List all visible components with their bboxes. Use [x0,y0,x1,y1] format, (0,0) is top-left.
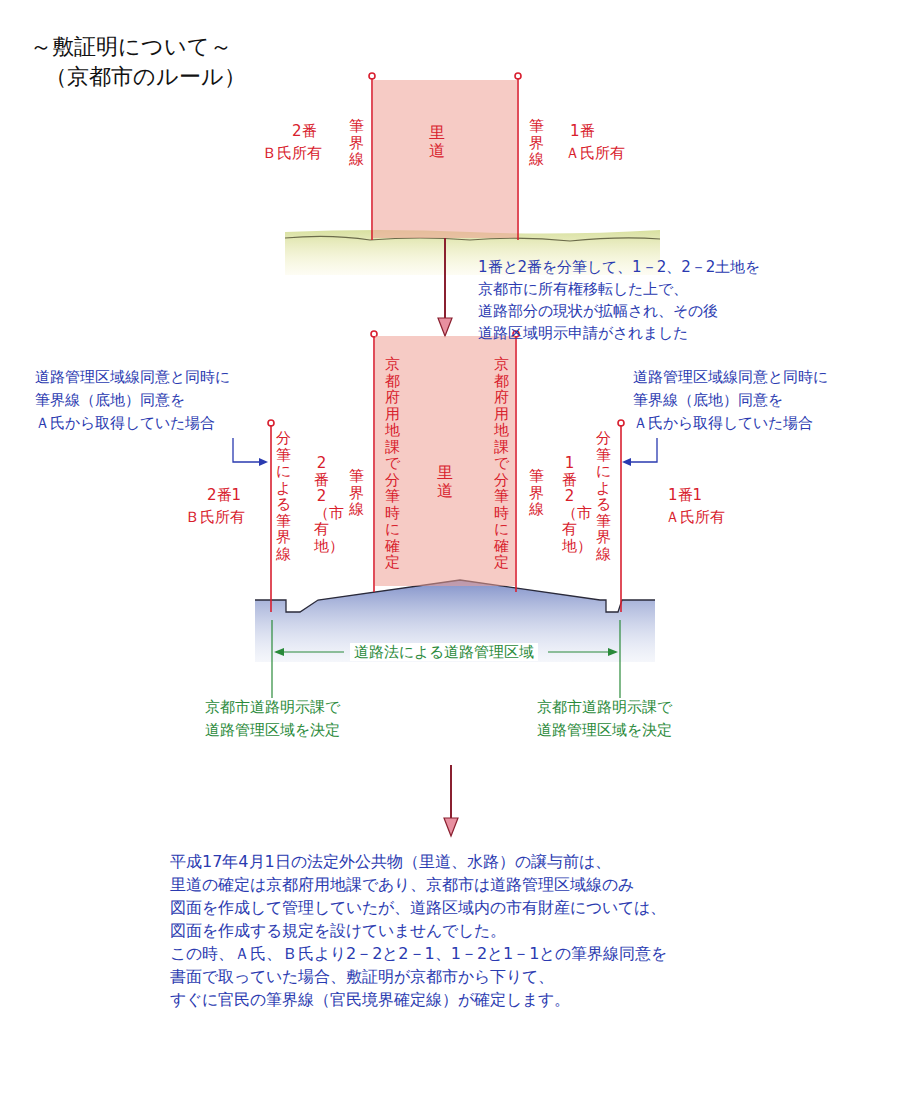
paragraph-line: 平成17年4月1日の法定外公共物（里道、水路）の譲与前は、 [170,852,611,871]
note-text: 京都市道路明示課で [537,698,672,716]
lot-label: 1番2（市有地） [562,455,577,554]
paragraph-line: 里道の確定は京都府用地課であり、京都市は道路管理区域線のみ [170,875,634,894]
boundary-label: 筆界線 [349,468,364,518]
owner-label: Ａ氏所有 [665,508,725,526]
boundary-label: 分筆による筆界線 [276,430,291,562]
arrowhead [622,458,631,466]
road-section [255,580,655,662]
flow-arrow [444,765,458,836]
paragraph-line: この時、Ａ氏、Ｂ氏より2－2と2－1、1－2と1－1との筆界線同意を [170,944,667,963]
note-text: 道路管理区域を決定 [537,721,672,739]
callout-text: Ａ氏から取得していた場合 [633,414,813,432]
road-label: 里道 [437,464,453,499]
road-area: 里道 [373,80,517,238]
callout-text: 筆界線（底地）同意を [633,391,783,409]
road-label: 里道 [429,124,445,159]
note-text: 京都市道路明示課で [205,698,340,716]
dimension-label: 道路法による道路管理区域 [350,643,538,661]
subtitle: （京都市のルール） [45,64,246,90]
flow-arrow [438,238,452,336]
boundary-poles [369,73,521,240]
lot-label: 1番 [570,122,595,140]
owner-label: Ｂ氏所有 [262,144,322,162]
boundary-label: 分筆による筆界線 [596,430,611,562]
boundary-label: 京都府用地課で分筆時に確定 [494,356,509,571]
paragraph-line: 書面で取っていた場合、敷証明が京都市から下りて、 [170,967,554,986]
lot-label: 2番 [292,122,317,140]
paragraph-line: すぐに官民の筆界線（官民境界確定線）が確定します。 [170,990,570,1009]
boundary-label: 筆界線 [349,118,364,168]
callout-text: 筆界線（底地）同意を [35,391,185,409]
note-text: 道路区域明示申請がされました [478,324,688,342]
boundary-label: 筆界線 [529,468,544,518]
callout-text: 道路管理区域線同意と同時に [633,368,828,386]
paragraph-line: 図面を作成する規定を設けていませんでした。 [170,921,506,940]
note-text: 道路部分の現状が拡幅され、その後 [478,302,718,320]
title: ～敷証明について～ [30,34,232,60]
boundary-poles [268,331,624,612]
note-text: 京都市に所有権移転した上で、 [478,280,688,298]
dimension-line [272,620,620,698]
arrowhead [259,458,268,466]
callout-text: 道路管理区域線同意と同時に [35,368,230,386]
note-text: 道路管理区域を決定 [205,721,340,739]
note-text: 1番と2番を分筆して、1－2、2－2土地を [478,258,760,276]
owner-label: Ｂ氏所有 [185,508,245,526]
callout-text: Ａ氏から取得していた場合 [35,414,215,432]
lot-label: 1番1 [668,486,702,504]
paragraph-line: 図面を作成して管理していたが、道路区域内の市有財産については、 [170,898,666,917]
owner-label: Ａ氏所有 [565,144,625,162]
lot-label: 2番2（市有地） [314,455,329,554]
lot-label: 2番1 [207,486,241,504]
arrowhead [274,648,284,656]
boundary-label: 筆界線 [529,118,544,168]
boundary-label: 京都府用地課で分筆時に確定 [385,356,400,571]
arrowhead [608,648,618,656]
